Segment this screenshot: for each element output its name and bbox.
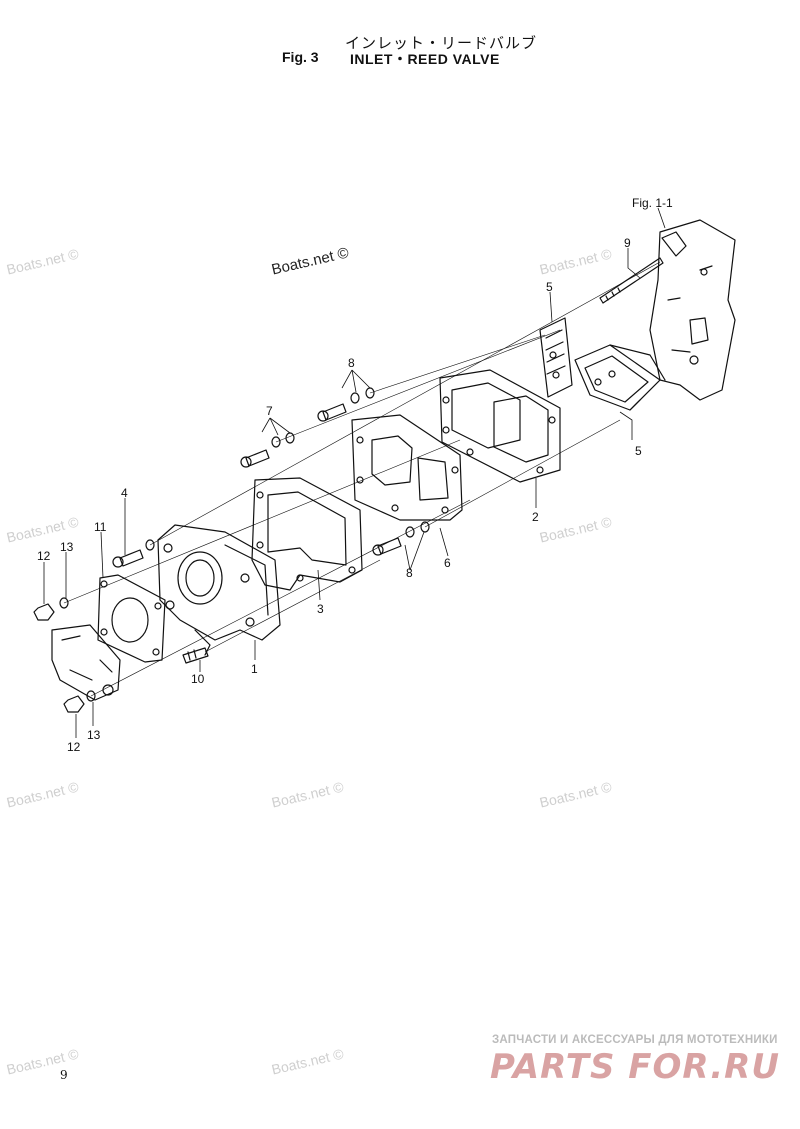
gasket-11 [97, 574, 166, 663]
part-label-13: 13 [60, 540, 74, 554]
page-number: 9 [60, 1068, 68, 1082]
part-label-6: 6 [444, 556, 451, 570]
part-label-12: 12 [37, 549, 51, 563]
part-label-11: 11 [94, 520, 107, 534]
part-label-1: 1 [251, 662, 258, 676]
washer-13-lower [86, 690, 96, 702]
stud-9 [599, 257, 664, 304]
part-label-5: 5 [635, 444, 642, 458]
title-english: INLET・REED VALVE [350, 51, 500, 67]
engine-block-fragment [649, 219, 736, 401]
reed-plate-6 [351, 414, 463, 521]
part-label-8: 8 [348, 356, 355, 370]
part-label-8: 8 [406, 566, 413, 580]
reed-valve-5-lower [574, 344, 666, 411]
part-label-5: 5 [546, 280, 553, 294]
reed-valve-5-upper [539, 317, 573, 398]
nut-12-lower [63, 695, 85, 713]
carburetor-fragment [51, 624, 121, 701]
part-label-9: 9 [624, 236, 631, 250]
footer-caption: ЗАПЧАСТИ И АКСЕССУАРЫ ДЛЯ МОТОТЕХНИКИ [492, 1034, 778, 1046]
bolt-8-lower [372, 521, 430, 556]
nut-12-upper [33, 603, 55, 621]
footer-logo: PARTS FOR.RU [490, 1047, 780, 1087]
part-label-4: 4 [121, 486, 128, 500]
washer-13-upper [59, 597, 69, 609]
part-label-7: 7 [266, 404, 273, 418]
intake-manifold-1 [157, 524, 281, 656]
gasket-2 [439, 369, 561, 483]
part-label-10: 10 [191, 672, 205, 686]
part-label-12: 12 [67, 740, 81, 754]
stud-10 [182, 647, 209, 664]
part-label-13: 13 [87, 728, 101, 742]
part-label-3: 3 [317, 602, 324, 616]
bolt-8-upper [317, 387, 375, 422]
bolt-4 [112, 539, 155, 568]
figure-number: Fig. 3 [282, 49, 319, 65]
title-japanese: インレット・リードバルブ [345, 34, 538, 52]
gasket-3 [251, 477, 363, 591]
reference-fig-1-1: Fig. 1-1 [632, 196, 673, 210]
part-label-2: 2 [532, 510, 539, 524]
